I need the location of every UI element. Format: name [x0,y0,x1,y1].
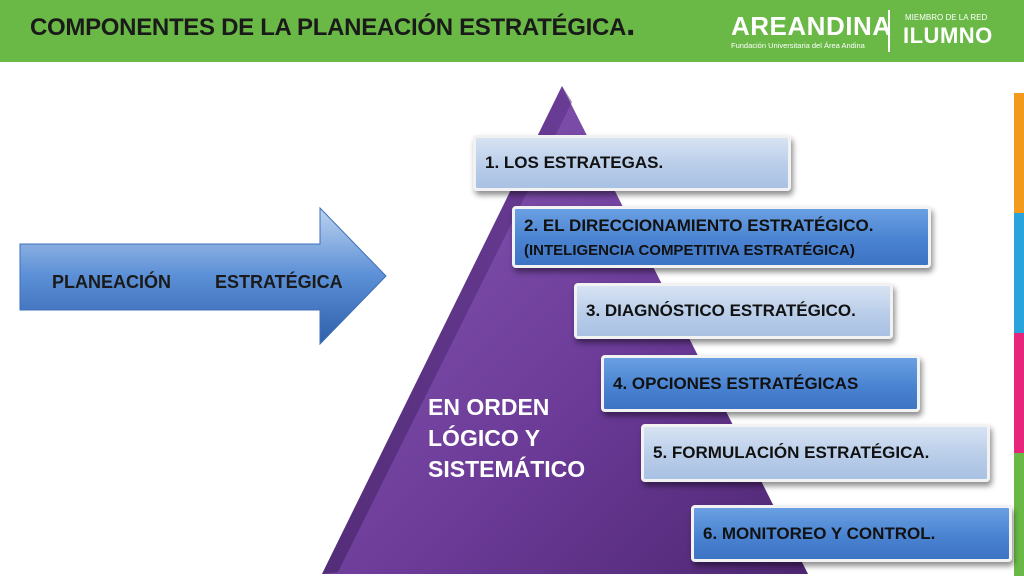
step-5-box: 5. FORMULACIÓN ESTRATÉGICA. [641,424,990,482]
pyramid-caption-line: EN ORDEN [428,394,550,420]
step-3-label: 3. DIAGNÓSTICO ESTRATÉGICO. [586,301,856,320]
stripe-green [1014,453,1024,576]
stripe-pink [1014,333,1024,453]
page-title: COMPONENTES DE LA PLANEACIÓN ESTRATÉGICA… [30,5,636,43]
planeacion-arrow [19,206,387,346]
step-2-box: 2. EL DIRECCIONAMIENTO ESTRATÉGICO. (INT… [512,206,931,268]
pyramid-caption: EN ORDEN LÓGICO Y SISTEMÁTICO [428,392,585,485]
title-dot: . [626,5,636,43]
areandina-subtitle: Fundación Universitaria del Área Andina [731,41,865,50]
areandina-logo: AREANDINA [731,11,892,41]
step-3-box: 3. DIAGNÓSTICO ESTRATÉGICO. [574,283,893,339]
step-4-box: 4. OPCIONES ESTRATÉGICAS [601,355,920,412]
network-caption: MIEMBRO DE LA RED [905,13,988,22]
step-2-label: 2. EL DIRECCIONAMIENTO ESTRATÉGICO. [524,215,874,235]
arrow-label-estrategica: ESTRATÉGICA [215,272,343,292]
ilumno-logo: ILUMNO [903,23,993,48]
step-6-label: 6. MONITOREO Y CONTROL. [703,523,936,543]
pyramid-caption-line: SISTEMÁTICO [428,456,586,482]
step-5-label: 5. FORMULACIÓN ESTRATÉGICA. [653,443,930,462]
arrow-label-planeacion: PLANEACIÓN [52,272,172,292]
stripe-orange [1014,93,1024,213]
pyramid-caption-line: LÓGICO Y [428,425,541,451]
step-6-box: 6. MONITOREO Y CONTROL. [691,505,1012,562]
step-1-box: 1. LOS ESTRATEGAS. [473,135,791,191]
logo-divider [888,10,890,52]
step-1-label: 1. LOS ESTRATEGAS. [485,153,664,172]
stripe-blue [1014,213,1024,333]
header-bar: COMPONENTES DE LA PLANEACIÓN ESTRATÉGICA… [0,0,1024,62]
step-2-sublabel: (INTELIGENCIA COMPETITIVA ESTRATÉGICA) [524,241,855,259]
step-4-label: 4. OPCIONES ESTRATÉGICAS [613,373,859,393]
